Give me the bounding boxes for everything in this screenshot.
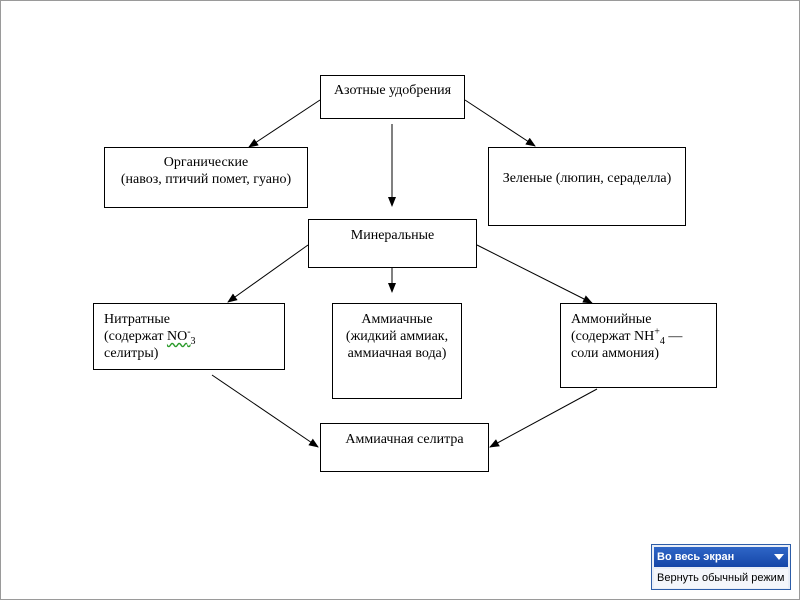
nitrate-formula-charge: - xyxy=(187,326,191,338)
node-nitrogen-fertilizers: Азотные удобрения xyxy=(320,75,465,119)
node-organic-title: Органические xyxy=(163,155,249,170)
fullscreen-toolbar-title[interactable]: Во весь экран xyxy=(654,547,788,567)
node-green: Зеленые (люпин, сераделла) xyxy=(488,147,686,226)
ammonium-formula-charge: + xyxy=(654,326,660,338)
node-ammonium-prefix: (содержат NH xyxy=(571,329,655,344)
node-ammonia-example-2: аммиачная вода) xyxy=(347,346,447,361)
fullscreen-toolbar-title-label: Во весь экран xyxy=(657,551,735,563)
node-nitrate-formula-line: (содержат NO-3 xyxy=(104,326,284,347)
arrow-root-to-green xyxy=(464,99,536,147)
node-ammonium-title: Аммонийные xyxy=(571,312,652,327)
arrow-nitrate-to-saltpeter xyxy=(211,374,319,448)
node-nitrate-prefix: (содержат xyxy=(104,329,167,344)
node-green-label: Зеленые (люпин, сераделла) xyxy=(502,171,672,186)
arrow-ammonium-to-saltpeter xyxy=(489,388,598,448)
nitrate-formula-no: NO xyxy=(166,329,188,344)
arrow-mineral-to-nitrate xyxy=(227,244,309,303)
node-ammonia-title: Аммиачные xyxy=(361,312,433,327)
node-nitrogen-fertilizers-label: Азотные удобрения xyxy=(333,83,452,98)
node-ammonium-formula-line: (содержат NH+4 — xyxy=(571,326,716,347)
node-ammonium-suffix: — xyxy=(664,329,683,344)
restore-normal-mode-button[interactable]: Вернуть обычный режим xyxy=(654,569,788,588)
node-nitrate: Нитратные (содержат NO-3 селитры) xyxy=(93,303,285,370)
node-mineral: Минеральные xyxy=(308,219,477,268)
arrow-root-to-organic xyxy=(248,99,321,148)
node-ammonium-examples: соли аммония) xyxy=(571,346,660,361)
node-organic: Органические (навоз, птичий помет, гуано… xyxy=(104,147,308,208)
fullscreen-toolbar: Во весь экран Вернуть обычный режим xyxy=(651,544,791,590)
nitrate-formula-index: 3 xyxy=(190,335,196,347)
node-mineral-label: Минеральные xyxy=(350,228,435,243)
node-organic-examples: (навоз, птичий помет, гуано) xyxy=(120,172,292,187)
chevron-down-icon[interactable] xyxy=(774,554,784,560)
node-ammonium-nitrate: Аммиачная селитра xyxy=(320,423,489,472)
node-ammonia: Аммиачные (жидкий аммиак, аммиачная вода… xyxy=(332,303,462,399)
node-ammonia-example-1: (жидкий аммиак, xyxy=(345,329,449,344)
node-ammonium-nitrate-label: Аммиачная селитра xyxy=(345,432,464,447)
node-nitrate-examples: селитры) xyxy=(104,346,159,361)
arrow-mineral-to-ammonium xyxy=(476,244,593,304)
nitrate-formula: NO-3 xyxy=(166,326,196,347)
ammonium-formula-index: 4 xyxy=(659,335,665,347)
node-ammonium: Аммонийные (содержат NH+4 — соли аммония… xyxy=(560,303,717,388)
node-nitrate-title: Нитратные xyxy=(104,312,170,327)
